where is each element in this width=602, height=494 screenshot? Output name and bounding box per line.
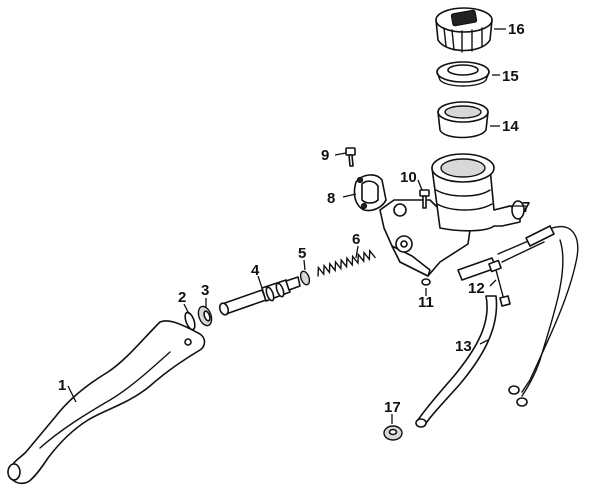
- leader-lines: [67, 28, 526, 424]
- hose[interactable]: [415, 295, 498, 428]
- callout-10: 10: [400, 169, 417, 186]
- callout-5: 5: [298, 245, 306, 262]
- callout-12: 12: [468, 280, 485, 297]
- circlip[interactable]: [183, 311, 197, 331]
- diaphragm[interactable]: [437, 101, 489, 139]
- callout-15: 15: [502, 68, 519, 85]
- return-spring[interactable]: [316, 248, 376, 277]
- spring-seat[interactable]: [299, 270, 311, 286]
- switch[interactable]: [457, 257, 511, 307]
- clamp-bolt[interactable]: [345, 147, 356, 167]
- o-ring[interactable]: [421, 278, 431, 286]
- reservoir-cap[interactable]: [435, 7, 493, 53]
- washer-nut[interactable]: [196, 305, 214, 328]
- clamp[interactable]: [353, 174, 387, 212]
- callout-3: 3: [201, 282, 209, 299]
- callout-4: 4: [251, 262, 260, 279]
- callout-1: 1: [58, 377, 66, 394]
- callout-2: 2: [178, 289, 186, 306]
- screw[interactable]: [419, 189, 430, 209]
- callout-13: 13: [455, 338, 472, 355]
- clutch-lever[interactable]: [7, 320, 206, 485]
- sealing-washer[interactable]: [383, 425, 403, 441]
- callout-14: 14: [502, 118, 519, 135]
- callout-8: 8: [327, 190, 335, 207]
- callout-11: 11: [418, 294, 434, 311]
- callout-6: 6: [352, 231, 360, 248]
- master-cylinder-body[interactable]: [379, 153, 525, 277]
- callout-17: 17: [384, 399, 401, 416]
- callout-labels: 1 2 3 4 5 6 7 8 9 10 11 12 13 14 15 16 1…: [58, 21, 530, 416]
- callout-7: 7: [522, 199, 530, 216]
- diaphragm-plate[interactable]: [436, 61, 490, 87]
- callout-9: 9: [321, 147, 329, 164]
- callout-16: 16: [508, 21, 525, 38]
- push-rod-piston[interactable]: [218, 276, 301, 316]
- switch-cable: [497, 225, 579, 407]
